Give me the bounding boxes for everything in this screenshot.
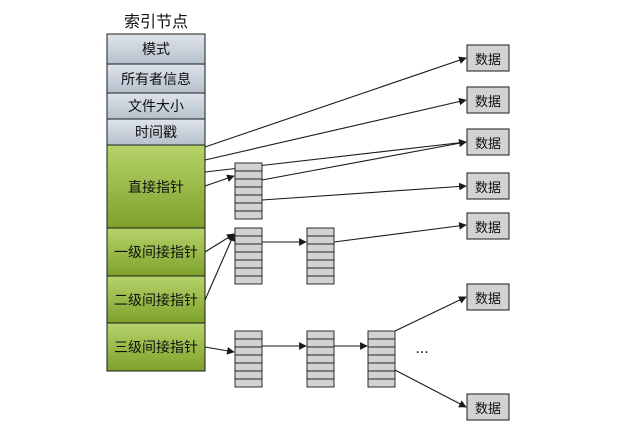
index-block xyxy=(306,330,335,388)
index-entry xyxy=(367,362,396,372)
index-entry xyxy=(234,259,263,269)
index-entry xyxy=(367,378,396,388)
data-block xyxy=(466,393,510,421)
data-block xyxy=(466,86,510,114)
pointer-arrow xyxy=(261,182,467,201)
index-entry xyxy=(367,370,396,380)
index-entry xyxy=(367,354,396,364)
data-block xyxy=(466,128,510,156)
pointer-arrow xyxy=(261,139,467,181)
inode-pointer-cell xyxy=(106,227,206,277)
index-entry xyxy=(306,338,335,348)
index-entry xyxy=(234,186,263,196)
inode-meta-cell xyxy=(106,33,206,65)
pointer-arrow xyxy=(333,222,467,243)
inode-pointer-cell xyxy=(106,144,206,229)
pointer-arrow xyxy=(204,97,467,161)
pointer-arrow xyxy=(204,56,467,148)
index-entry xyxy=(367,346,396,356)
index-entry xyxy=(306,378,335,388)
inode-pointer-cell xyxy=(106,275,206,324)
index-entry xyxy=(306,267,335,277)
index-entry xyxy=(234,275,263,285)
inode-meta-cell xyxy=(106,118,206,146)
inode-title: 索引节点 xyxy=(124,12,189,31)
data-block xyxy=(466,172,510,200)
pointer-arrow xyxy=(394,296,467,332)
index-entry xyxy=(306,227,335,237)
index-entry xyxy=(306,346,335,356)
index-block xyxy=(367,330,396,388)
index-entry xyxy=(234,378,263,388)
index-entry xyxy=(306,370,335,380)
pointer-arrow xyxy=(204,174,235,187)
index-entry xyxy=(234,338,263,348)
index-entry xyxy=(234,202,263,212)
index-entry xyxy=(234,210,263,220)
index-entry xyxy=(234,330,263,340)
pointer-arrow xyxy=(204,233,235,301)
pointer-arrow xyxy=(204,346,235,355)
index-entry xyxy=(367,330,396,340)
index-entry xyxy=(306,243,335,253)
index-entry xyxy=(306,259,335,269)
data-block xyxy=(466,44,510,72)
index-entry xyxy=(234,170,263,180)
index-entry xyxy=(234,346,263,356)
index-entry xyxy=(234,354,263,364)
index-entry xyxy=(234,227,263,237)
index-entry xyxy=(234,362,263,372)
index-entry xyxy=(234,178,263,188)
index-block xyxy=(306,227,335,285)
index-entry xyxy=(306,362,335,372)
pointer-arrow xyxy=(394,369,467,408)
index-entry xyxy=(306,251,335,261)
index-entry xyxy=(234,194,263,204)
index-entry xyxy=(367,338,396,348)
index-block xyxy=(234,227,263,285)
inode-meta-cell xyxy=(106,92,206,120)
index-entry xyxy=(234,370,263,380)
data-block xyxy=(466,212,510,240)
index-entry xyxy=(234,235,263,245)
index-block xyxy=(234,162,263,220)
index-entry xyxy=(306,354,335,364)
index-entry xyxy=(234,162,263,172)
index-entry xyxy=(306,235,335,245)
inode-meta-cell xyxy=(106,63,206,94)
inode-pointer-cell xyxy=(106,322,206,372)
index-entry xyxy=(234,243,263,253)
index-entry xyxy=(306,330,335,340)
index-entry xyxy=(234,267,263,277)
index-block xyxy=(234,330,263,388)
index-entry xyxy=(306,275,335,285)
index-entry xyxy=(234,251,263,261)
data-block xyxy=(466,283,510,311)
